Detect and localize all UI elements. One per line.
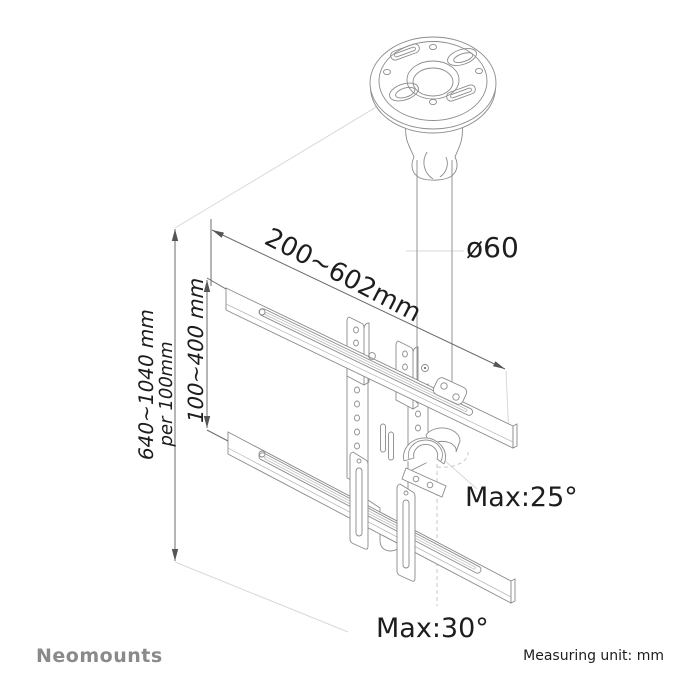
hole (402, 350, 408, 358)
hole (353, 326, 359, 334)
yoke-edge (436, 458, 445, 465)
neck-seam (423, 151, 434, 180)
rail-screw (368, 352, 376, 360)
plate-center-hole (406, 60, 460, 100)
rail-bolt-center (424, 367, 426, 369)
hole (475, 67, 483, 75)
oval-inner (453, 52, 474, 63)
hole (415, 410, 421, 418)
arrow-right (493, 361, 505, 369)
hole (353, 339, 359, 347)
vesa-extension-top (206, 277, 227, 290)
max-tilt-label: Max:25° (465, 482, 578, 513)
clamp-screw (440, 382, 448, 390)
yoke-mid-arc (407, 439, 443, 462)
hole (354, 400, 360, 408)
drop-height-label: 640~1040 mm (134, 306, 158, 462)
hole (354, 386, 360, 394)
bracket-side (412, 346, 419, 410)
slot-inner (264, 456, 476, 570)
pole-diameter-label: ø60 (466, 231, 519, 264)
arrow-up (203, 280, 211, 292)
width-dimension-line (211, 229, 506, 370)
strip-screw (356, 458, 362, 464)
rail-end-face (510, 578, 516, 604)
pole-neck (405, 123, 463, 181)
ceiling-extension-line (174, 102, 384, 229)
vesa-range-label: 100~400 mm (184, 275, 209, 426)
drop-height-step-label: per 100mm (156, 339, 177, 448)
arrow-up (171, 229, 179, 241)
base-screw (412, 475, 420, 483)
ceiling-plate (369, 36, 497, 134)
plate-oval-bottom-left (389, 82, 419, 102)
pole-clamp (432, 377, 468, 405)
rail-width-label: 200~602mm (260, 223, 426, 329)
base-screw (426, 481, 434, 489)
plate-oval-top-right (447, 48, 477, 66)
plate-inner-face (378, 41, 488, 121)
clamp-screw (452, 393, 460, 401)
hanging-strip-right (396, 483, 416, 582)
hanging-strip-left (349, 451, 369, 550)
rail-fold-line (227, 447, 512, 598)
hole (354, 414, 360, 422)
center-slot (388, 431, 394, 461)
strip-screw (403, 490, 409, 496)
clamp-body (432, 377, 468, 405)
slot-inner (450, 87, 472, 99)
hole (354, 442, 360, 450)
slot (390, 43, 420, 61)
plate-slot-top-left (390, 43, 420, 61)
plate-slot-bottom-right (446, 84, 476, 102)
tilt-leader-line (442, 458, 478, 490)
oval-inner (395, 86, 416, 99)
vesa-extension-bottom (206, 429, 229, 442)
rail-screw (258, 450, 266, 458)
strip-body (349, 451, 369, 550)
strip-slot (402, 499, 410, 569)
mount-pole (405, 123, 463, 392)
construction-lines (174, 102, 510, 633)
hole (429, 98, 437, 106)
plate-center-hole-inner (412, 67, 454, 97)
rail-end-face (512, 423, 518, 449)
rail-bolt (421, 364, 429, 372)
yoke-inner-arc (413, 443, 439, 460)
bracket-side (363, 322, 370, 386)
oval (447, 48, 477, 66)
center-slot (380, 423, 386, 453)
max-swivel-label: Max:30° (376, 613, 489, 644)
slot (446, 84, 476, 102)
yoke-edge (403, 457, 415, 462)
tilt-arc-dashed (436, 451, 469, 468)
bottom-rail (227, 431, 516, 604)
oval (389, 82, 419, 102)
hole (415, 424, 421, 432)
strip-body (396, 483, 416, 582)
rail-screw (258, 308, 266, 316)
arrow-down (203, 416, 211, 428)
brand-logo: Neomounts (36, 645, 163, 667)
dimension-lines (171, 219, 506, 561)
slot (258, 308, 474, 416)
bottom-extension-line (174, 561, 349, 633)
slot-inner (394, 46, 416, 58)
rail-body (227, 431, 512, 604)
neck-seam2 (439, 156, 448, 178)
plate-screw-holes (383, 43, 483, 106)
tilt-joint (401, 377, 468, 498)
measuring-unit-note: Measuring unit: mm (523, 648, 664, 664)
hole (383, 68, 391, 76)
rail-fold-line (225, 303, 514, 443)
footer: Neomounts Measuring unit: mm (36, 645, 664, 667)
hole (354, 428, 360, 436)
strip-slot (355, 467, 363, 537)
hole (402, 363, 408, 371)
yoke-base (401, 467, 447, 498)
arrow-left (212, 230, 224, 238)
arrow-down (171, 549, 179, 561)
top-rail (225, 287, 518, 449)
hole (429, 43, 437, 51)
